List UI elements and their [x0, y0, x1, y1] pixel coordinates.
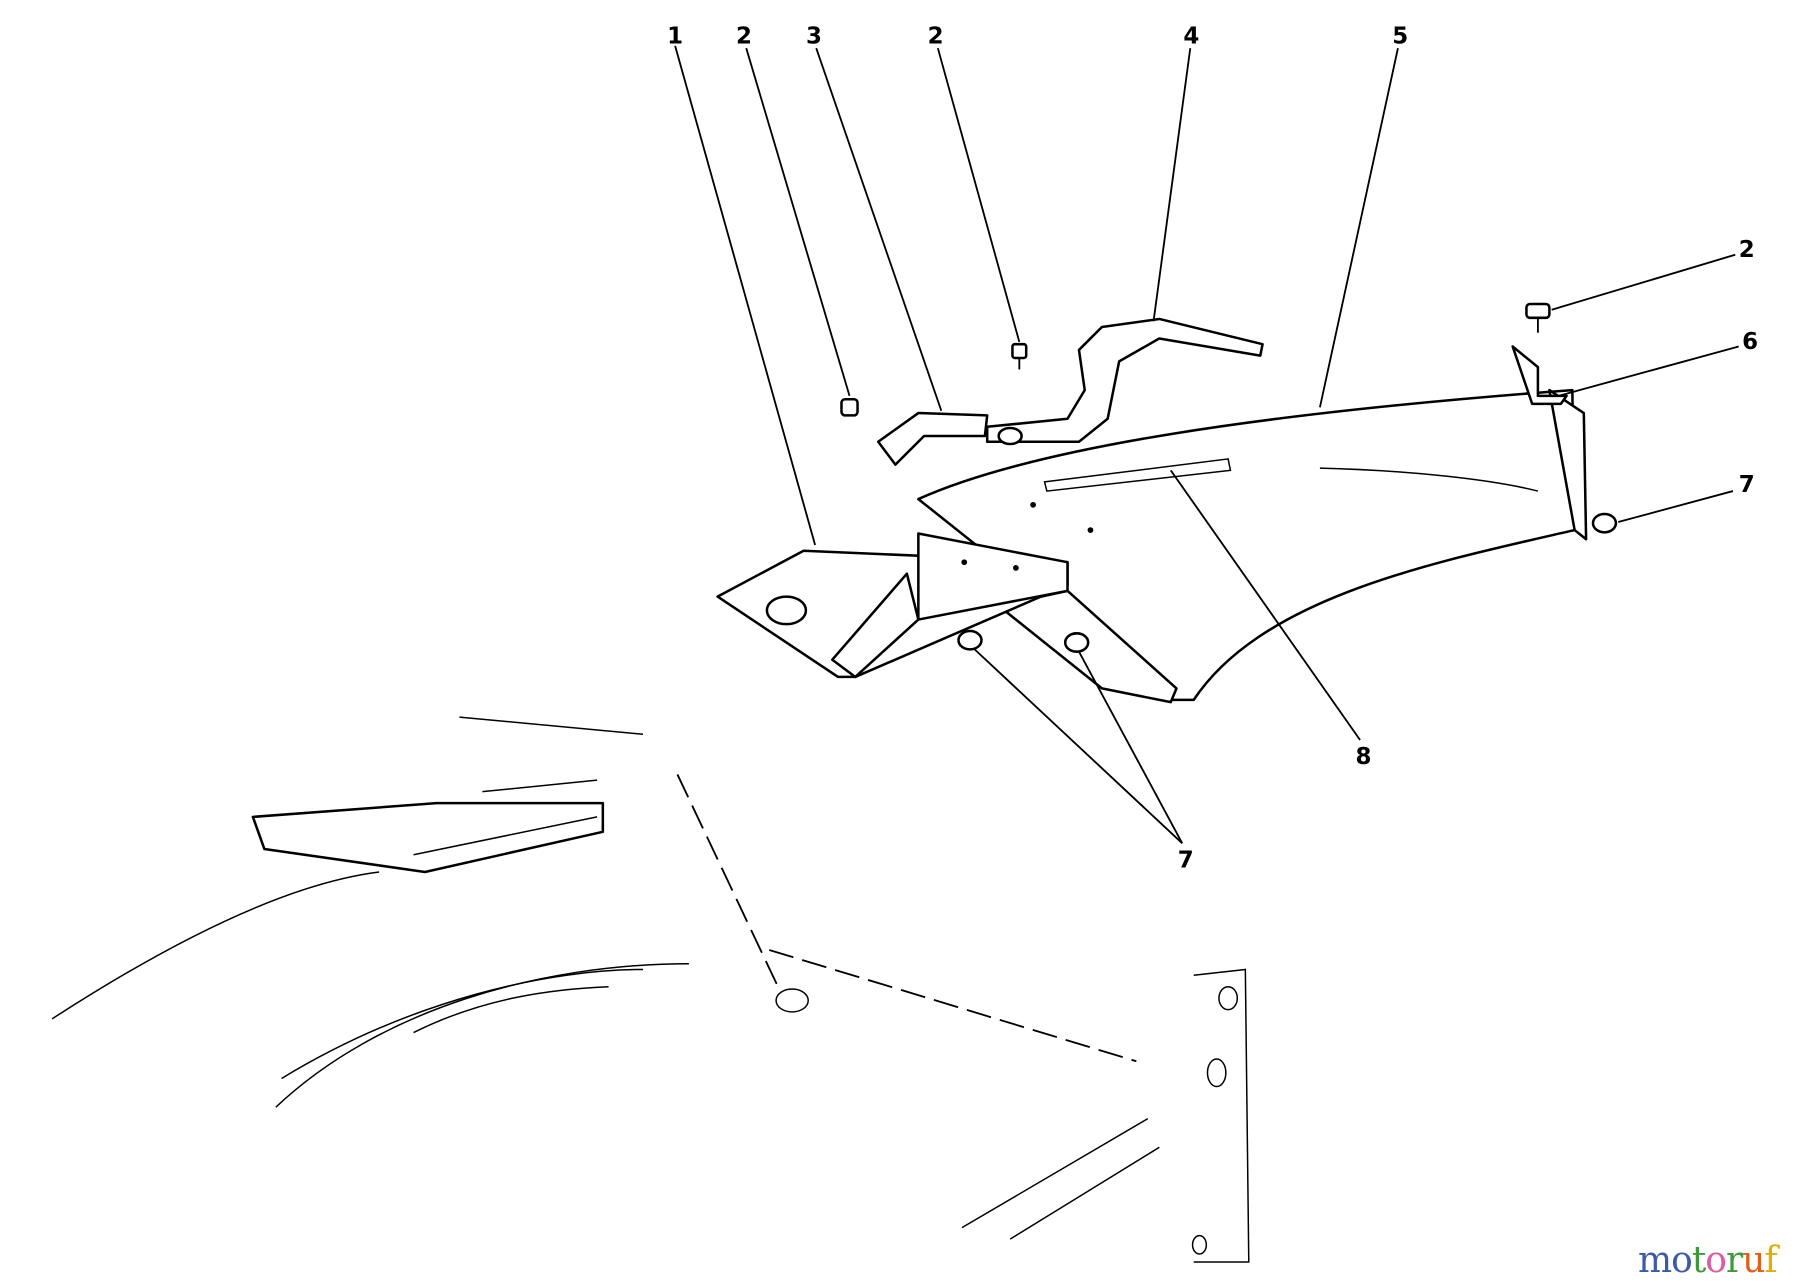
mounting-bracket	[716, 532, 1069, 679]
callout-7: 7	[1178, 847, 1194, 873]
alignment-line	[768, 949, 1137, 1063]
callout-6: 6	[1742, 329, 1758, 355]
clip	[1511, 345, 1568, 406]
logo-letter: f	[1764, 1240, 1777, 1281]
callout-3: 3	[806, 24, 822, 50]
callout-4: 4	[1183, 24, 1199, 50]
deflector-lever	[985, 317, 1264, 443]
bracket	[876, 411, 989, 466]
logo-letter: m	[1638, 1240, 1672, 1281]
logo-letter: o	[1671, 1240, 1693, 1281]
leader-lines	[674, 45, 1739, 844]
logo-letter: r	[1725, 1240, 1743, 1281]
nut	[1063, 632, 1090, 653]
callout-8: 8	[1356, 744, 1372, 770]
alignment-line	[676, 774, 782, 993]
logo-letter: u	[1742, 1240, 1765, 1281]
handle-grip	[251, 801, 605, 874]
mower-deck	[51, 716, 1250, 1263]
watermark-logo: motoruf.de	[1638, 1240, 1800, 1285]
callout-1: 1	[667, 24, 683, 50]
callout-2: 2	[928, 24, 944, 50]
bolt	[1011, 342, 1028, 370]
nut	[1591, 512, 1618, 534]
callout-2: 2	[1739, 237, 1755, 263]
callout-5: 5	[1392, 24, 1408, 50]
bolt	[840, 398, 859, 417]
bolt	[1525, 302, 1551, 333]
logo-letter: t	[1691, 1240, 1707, 1281]
logo-letter: o	[1705, 1240, 1727, 1281]
nut	[957, 629, 983, 651]
callout-2: 2	[736, 24, 752, 50]
callout-7: 7	[1739, 472, 1755, 498]
